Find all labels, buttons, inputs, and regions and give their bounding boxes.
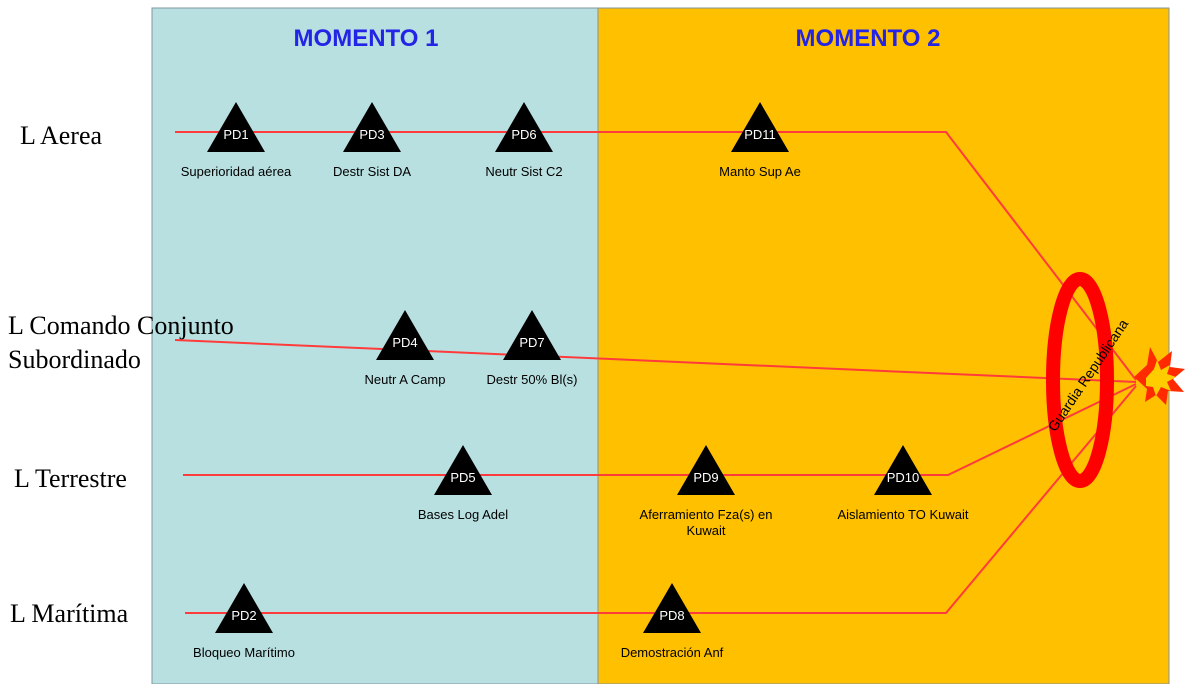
explosion-burst-icon <box>1134 347 1185 405</box>
decisive-point-caption: Demostración Anf <box>621 645 724 660</box>
decisive-point-caption: Bloqueo Marítimo <box>193 645 295 660</box>
decisive-point-triangle-icon <box>434 445 492 495</box>
decisive-point-id: PD6 <box>511 127 536 142</box>
decisive-point-caption: Aferramiento Fza(s) en <box>640 507 773 522</box>
decisive-point-id: PD2 <box>231 608 256 623</box>
line-label-aerea: L Aerea <box>20 121 102 150</box>
decisive-point-id: PD9 <box>693 470 718 485</box>
decisive-point-caption: Bases Log Adel <box>418 507 508 522</box>
line-label-terrestre: L Terrestre <box>14 464 127 493</box>
burst-inner-shape <box>1146 360 1176 396</box>
line-label-subordinado: Subordinado <box>8 345 141 374</box>
line-aerea-path <box>175 131 1137 381</box>
line-label-comando-conjunto: L Comando Conjunto <box>8 311 234 340</box>
moment-2-title: MOMENTO 2 <box>796 25 941 52</box>
moment-2-panel <box>597 7 1170 684</box>
decisive-point-caption: Destr Sist DA <box>333 164 411 179</box>
decisive-point-id: PD3 <box>359 127 384 142</box>
decisive-point-triangle-icon <box>215 583 273 633</box>
decisive-point-caption: Destr 50% Bl(s) <box>486 372 577 387</box>
decisive-point-caption: Neutr Sist C2 <box>485 164 562 179</box>
decisive-point-id: PD10 <box>887 470 920 485</box>
decisive-point-triangle-icon <box>874 445 932 495</box>
operation-lines <box>174 131 1137 614</box>
center-of-gravity-ring <box>1046 272 1114 488</box>
decisive-point-triangle-icon <box>343 102 401 152</box>
decisive-point-triangle-icon <box>731 102 789 152</box>
decisive-point-id: PD1 <box>223 127 248 142</box>
decisive-point-id: PD11 <box>744 127 776 142</box>
decisive-point-id: PD5 <box>450 470 475 485</box>
decisive-point-triangle-icon <box>207 102 265 152</box>
line-comando-path <box>174 339 1137 383</box>
decisive-point-id: PD4 <box>392 335 417 350</box>
decisive-point-triangle-icon <box>503 310 561 360</box>
line-label-maritima: L Marítima <box>10 599 129 628</box>
decisive-point-caption-line2: Kuwait <box>686 523 725 538</box>
line-maritima-path <box>185 385 1137 614</box>
decisive-point-triangle-icon <box>495 102 553 152</box>
decisive-point-caption: Neutr A Camp <box>365 372 446 387</box>
decisive-point-id: PD8 <box>659 608 684 623</box>
decisive-point-triangle-icon <box>376 310 434 360</box>
decisive-point-caption: Manto Sup Ae <box>719 164 801 179</box>
decisive-point-triangle-icon <box>677 445 735 495</box>
decisive-point-caption: Aislamiento TO Kuwait <box>837 507 968 522</box>
line-terrestre-path <box>183 383 1137 476</box>
moment-1-title: MOMENTO 1 <box>294 25 439 52</box>
decisive-point-caption: Superioridad aérea <box>181 164 292 179</box>
decisive-point-id: PD7 <box>519 335 544 350</box>
decisive-point-triangle-icon <box>643 583 701 633</box>
